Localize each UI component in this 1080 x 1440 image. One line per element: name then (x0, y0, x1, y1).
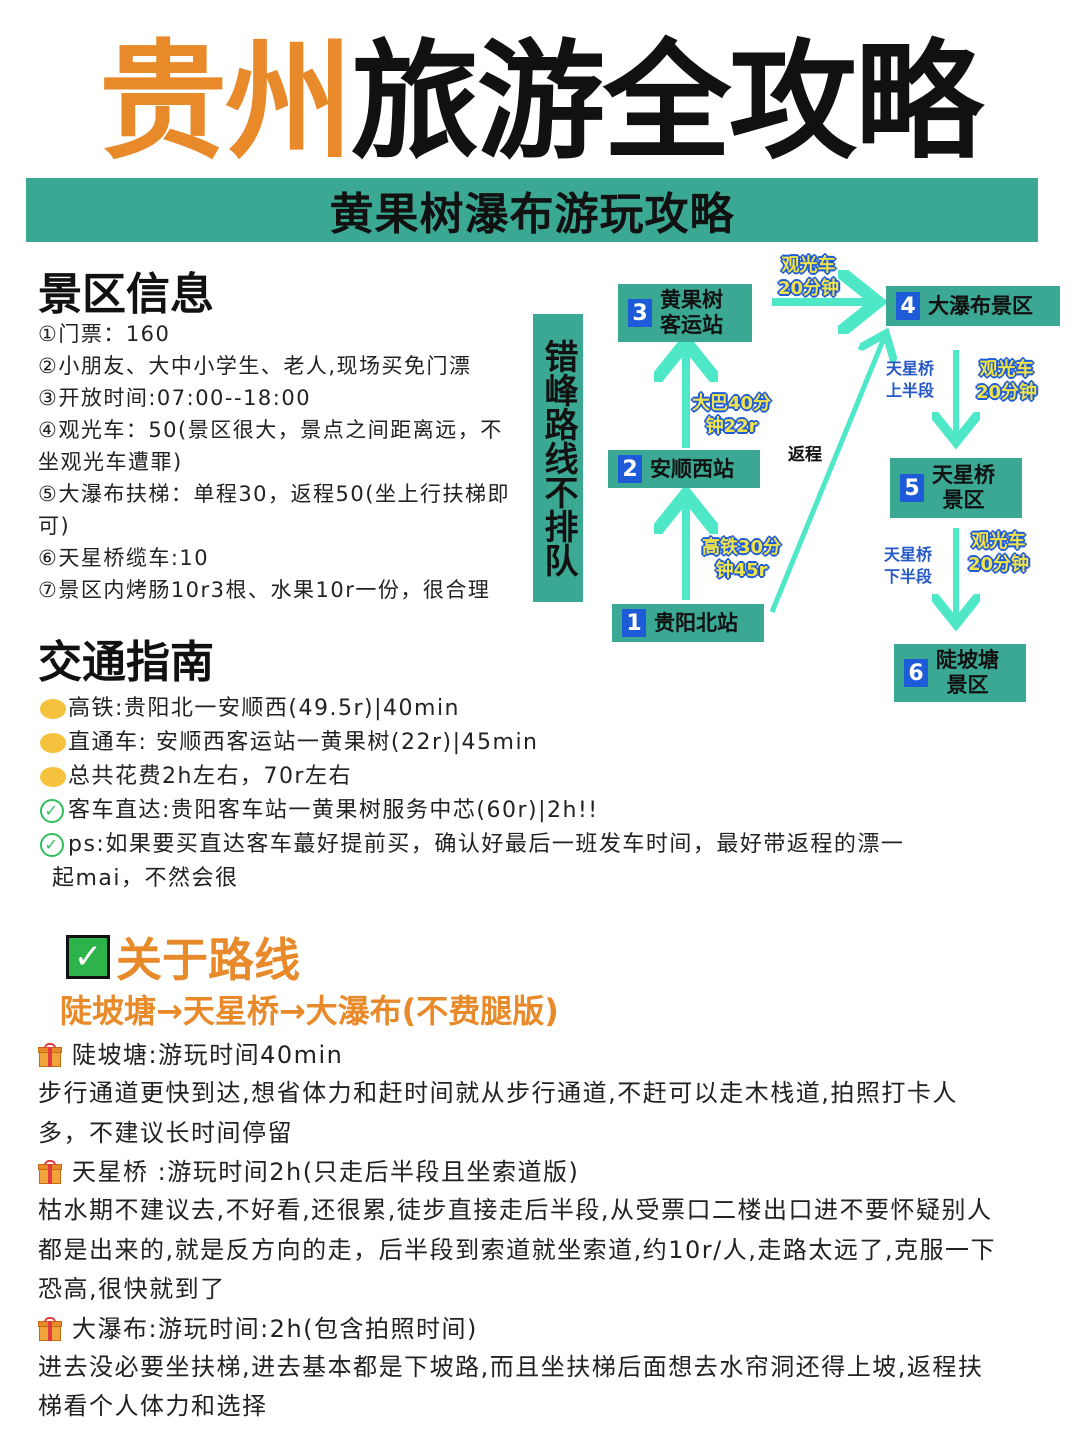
edge-label-return: 返程 (788, 445, 822, 465)
title-highlight: 贵州 (98, 28, 353, 177)
gift-icon (38, 1043, 62, 1067)
edge-label-tianxing-upper: 天星桥 上半段 (886, 359, 935, 400)
node-number: 1 (622, 609, 646, 637)
title-rest: 旅游全攻略 (351, 28, 983, 177)
gift-icon (38, 1160, 62, 1184)
route-item-title: 陡坡塘:游玩时间40min (38, 1036, 1058, 1074)
info-line: ②小朋友、大中小学生、老人,现场买免门漂 (38, 354, 472, 378)
route-item-body: 梯看个人体力和选择 (38, 1392, 268, 1420)
node-label: 天星桥 景区 (932, 463, 995, 512)
check-circle-icon: ✓ (40, 833, 64, 857)
edge-label-tianxing-lower: 天星桥 下半段 (884, 545, 933, 586)
node-tianxingqiao: 5 天星桥 景区 (890, 458, 1022, 518)
info-line: ③开放时间:07:00--18:00 (38, 386, 312, 410)
traffic-text: 总共花费2h左右，70r左右 (68, 764, 352, 789)
node-number: 6 (904, 659, 928, 687)
info-line: ⑤大瀑布扶梯：单程30，返程50(坐上行扶梯即 (38, 482, 510, 506)
yellow-dot-icon (40, 767, 66, 787)
node-label: 陡坡塘 景区 (936, 648, 999, 697)
subtitle-text: 黄果树瀑布游玩攻略 (329, 189, 735, 240)
route-item-title-text: 天星桥 :游玩时间2h(只走后半段且坐索道版) (72, 1158, 580, 1186)
route-subheading: 陡坡塘→天星桥→大瀑布(不费腿版) (60, 992, 559, 1030)
node-doupotang: 6 陡坡塘 景区 (894, 644, 1026, 702)
route-item-title-text: 大瀑布:游玩时间:2h(包含拍照时间) (72, 1314, 478, 1343)
node-number: 2 (618, 455, 642, 483)
traffic-text: 直通车: 安顺西客运站一黄果树(22r)|45min (68, 730, 539, 755)
route-item-title-text: 陡坡塘:游玩时间40min (72, 1041, 344, 1069)
info-line: ①门票：160 (38, 322, 171, 346)
node-anshun-west: 2 安顺西站 (608, 450, 760, 488)
edge-label-guanguang-low: 观光车 20分钟 (968, 531, 1030, 575)
route-item-body: 进去没必要坐扶梯,进去基本都是下坡路,而且坐扶梯后面想去水帘洞还得上坡,返程扶 (38, 1352, 984, 1381)
node-label: 大瀑布景区 (928, 293, 1033, 318)
node-dapubu: 4 大瀑布景区 (886, 286, 1060, 326)
route-heading: 关于路线 (116, 933, 300, 987)
traffic-text: ps:如果要买直达客车蕞好提前买，确认好最后一班发车时间，最好带返程的漂一 (68, 832, 905, 857)
route-diagram-arrows (0, 0, 1080, 720)
edge-label-daba: 大巴40分 钟22r (692, 393, 772, 437)
vertical-banner: 错峰路线不排队 (533, 314, 583, 602)
traffic-line: 高铁:贵阳北一安顺西(49.5r)|40min (40, 692, 1050, 726)
route-item-body: 都是出来的,就是反方向的走，后半段到索道就坐索道,约10r/人,走路太远了,克服… (38, 1235, 997, 1264)
node-guiyang-north: 1 贵阳北站 (612, 604, 764, 642)
arrow-return (769, 338, 884, 613)
route-items: 陡坡塘:游玩时间40min 步行通道更快到达,想省体力和赶时间就从步行通道,不赶… (38, 1036, 1058, 1427)
node-label: 贵阳北站 (654, 610, 738, 635)
route-item-title: 大瀑布:游玩时间:2h(包含拍照时间) (38, 1310, 1058, 1348)
node-number: 5 (900, 474, 924, 502)
info-line: ⑦景区内烤肠10r3根、水果10r一份，很合理 (38, 578, 491, 602)
traffic-heading: 交通指南 (38, 637, 214, 688)
yellow-dot-icon (40, 733, 66, 753)
traffic-text: 客车直达:贵阳客车站一黄果树服务中芯(60r)|2h!! (68, 798, 599, 823)
traffic-text: 高铁:贵阳北一安顺西(49.5r)|40min (68, 696, 461, 721)
traffic-list: 高铁:贵阳北一安顺西(49.5r)|40min 直通车: 安顺西客运站一黄果树(… (40, 692, 1050, 896)
edge-label-guanguang-top: 观光车 20分钟 (778, 255, 840, 299)
route-item-body: 枯水期不建议去,不好看,还很累,徒步直接走后半段,从受票口二楼出口进不要怀疑别人 (38, 1196, 993, 1224)
checkbox-icon: ✓ (66, 935, 110, 979)
info-line: ④观光车：50(景区很大，景点之间距离远，不 (38, 418, 503, 442)
node-huangguoshu-station: 3 黄果树 客运站 (618, 284, 752, 342)
traffic-line: ✓ ps:如果要买直达客车蕞好提前买，确认好最后一班发车时间，最好带返程的漂一 (40, 828, 1050, 862)
route-item-body: 恐高,很快就到了 (38, 1275, 226, 1303)
info-line: 可) (38, 514, 71, 538)
route-header: ✓ 关于路线 (66, 924, 300, 990)
check-circle-icon: ✓ (40, 799, 64, 823)
info-heading: 景区信息 (38, 269, 214, 320)
traffic-line: ✓ 客车直达:贵阳客车站一黄果树服务中芯(60r)|2h!! (40, 794, 1050, 828)
node-number: 3 (628, 299, 652, 327)
node-number: 4 (896, 292, 920, 320)
page-title: 贵州旅游全攻略 (0, 28, 1080, 178)
subtitle-bar: 黄果树瀑布游玩攻略 (26, 178, 1038, 242)
traffic-line-cont: 起mai，不然会很 (52, 866, 239, 891)
route-item-title: 天星桥 :游玩时间2h(只走后半段且坐索道版) (38, 1153, 1058, 1191)
traffic-line: 总共花费2h左右，70r左右 (40, 760, 1050, 794)
info-list: ①门票：160 ②小朋友、大中小学生、老人,现场买免门漂 ③开放时间:07:00… (38, 318, 538, 606)
node-label: 安顺西站 (650, 456, 734, 481)
info-line: ⑥天星桥缆车:10 (38, 546, 210, 570)
node-label: 黄果树 客运站 (660, 288, 723, 337)
info-line: 坐观光车遭罪) (38, 450, 183, 474)
banner-text: 错峰路线不排队 (538, 339, 578, 577)
traffic-line: 直通车: 安顺西客运站一黄果树(22r)|45min (40, 726, 1050, 760)
edge-label-gaotie: 高铁30分 钟45r (702, 537, 782, 581)
route-item-body: 步行通道更快到达,想省体力和赶时间就从步行通道,不赶可以走木栈道,拍照打卡人 (38, 1079, 958, 1107)
route-item-body: 多，不建议长时间停留 (38, 1118, 293, 1147)
edge-label-guanguang-mid: 观光车 20分钟 (976, 359, 1038, 403)
yellow-dot-icon (40, 699, 66, 719)
gift-icon (38, 1316, 62, 1341)
